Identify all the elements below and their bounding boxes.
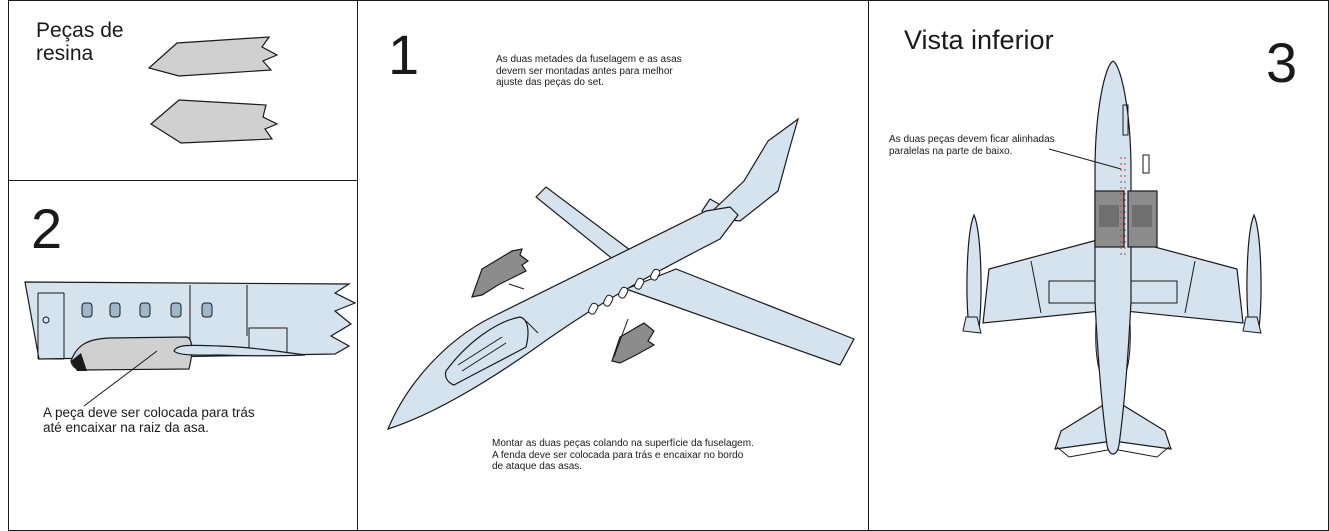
resin-parts-title: Peças de resina	[36, 19, 124, 65]
window-a	[588, 302, 599, 315]
step-1-top-note: As duas metades da fuselagem e as asas d…	[496, 54, 682, 88]
right-tip-tank	[1246, 213, 1262, 330]
resin-parts-illustration	[147, 36, 279, 144]
window-3	[139, 302, 151, 318]
left-tip-tank	[966, 213, 982, 330]
resin-part-installed	[70, 336, 193, 371]
window-5	[201, 302, 213, 318]
resin-part-upper	[471, 248, 530, 298]
window-2	[109, 302, 121, 318]
window-b	[603, 294, 614, 307]
resin-part-2	[149, 99, 279, 144]
step-2-number: 2	[31, 197, 63, 260]
panel-step-1: 1 As duas metades da fuselagem e as asas…	[357, 0, 869, 531]
panel-step-3: Vista inferior 3 As duas peças devem fic…	[868, 0, 1329, 531]
leader-line-step-3	[1048, 148, 1122, 170]
window-d	[634, 277, 645, 290]
aircraft-bottom-view	[962, 60, 1262, 458]
step-3-title: Vista inferior	[904, 25, 1054, 55]
fuselage-bottom	[1094, 60, 1132, 455]
step-1-number: 1	[388, 23, 420, 86]
leader-line-step-2	[83, 350, 158, 407]
access-panel	[1142, 154, 1150, 174]
panel-step-2: 2 A peça deve ser colocada para trás até…	[8, 180, 358, 531]
window-1	[81, 302, 93, 318]
aircraft-perspective-view	[386, 117, 855, 430]
resin-part-tip	[71, 353, 87, 371]
door-handle	[42, 316, 50, 324]
window-e	[650, 268, 661, 281]
guide-line-upper	[508, 283, 525, 290]
step-2-note: A peça deve ser colocada para trás até e…	[43, 405, 255, 435]
guide-line-lower	[613, 318, 629, 358]
right-tank-fin	[1242, 316, 1262, 334]
window-4	[170, 302, 182, 318]
wing-root-profile	[173, 344, 306, 357]
door-line	[525, 320, 539, 334]
panel-resin-parts: Peças de resina	[8, 0, 358, 181]
vertical-fin	[704, 117, 800, 222]
antenna-slot	[1122, 104, 1129, 136]
step-1-bottom-note: Montar as duas peças colando na superfíc…	[492, 438, 754, 472]
fuselage-side-view	[24, 281, 357, 407]
resin-part-lower	[611, 322, 656, 364]
resin-part-1	[147, 36, 279, 77]
step-3-number: 3	[1266, 31, 1298, 94]
windshield-line	[457, 336, 503, 366]
step-3-note: As duas peças devem ficar alinhadas para…	[889, 134, 1055, 157]
window-c	[618, 286, 629, 299]
fuselage	[386, 206, 739, 430]
left-tank-fin	[962, 316, 982, 334]
right-wing	[624, 268, 855, 366]
